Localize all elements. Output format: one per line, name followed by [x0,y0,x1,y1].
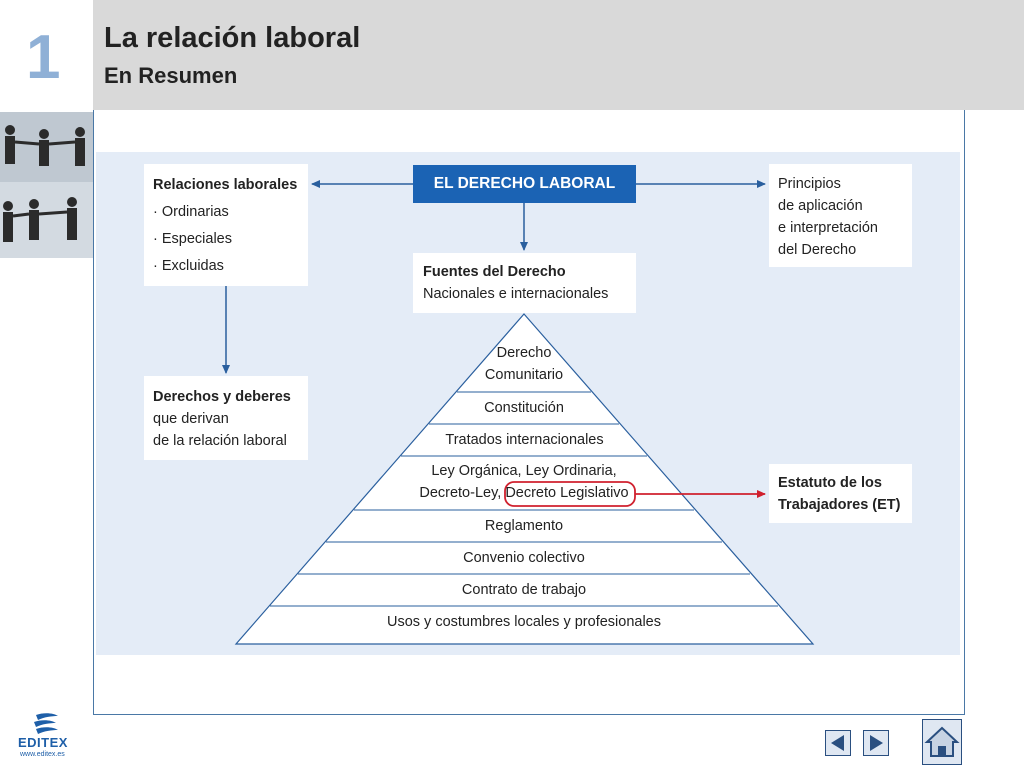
estatuto-line-2: Trabajadores (ET) [778,497,901,513]
derecho-laboral-box: EL DERECHO LABORAL [413,165,636,203]
tier-tratados: Tratados internacionales [445,432,604,448]
editex-logo-icon [34,713,58,734]
fuentes-box: Fuentes del Derecho Nacionales e interna… [413,253,636,313]
tier-derecho-comunitario: Derecho Comunitario [454,342,594,386]
principios-box: Principios de aplicación e interpretació… [769,164,912,267]
tier-leyes: Ley Orgánica, Ley Ordinaria, Decreto-Ley… [380,460,668,504]
principios-line-2: de aplicación [778,198,863,214]
tier-4-line-1: Ley Orgánica, Ley Ordinaria, [431,463,617,479]
tier-usos: Usos y costumbres locales y profesionale… [386,614,661,630]
chapter-number: 1 [26,23,61,92]
tier-constitucion: Constitución [484,400,564,416]
relaciones-item-especiales: · Especiales [153,231,232,247]
relaciones-laborales-title: Relaciones laborales [153,177,298,193]
relaciones-item-excluidas: · Excluidas [153,258,224,274]
fuentes-title: Fuentes del Derecho [423,264,566,280]
tier-1-line-1: Derecho [496,345,552,361]
tier-4-line-2a: Decreto-Ley, [419,485,502,501]
relaciones-item-ordinarias: · Ordinarias [153,204,229,220]
tier-convenio: Convenio colectivo [463,550,585,566]
home-button[interactable] [922,719,962,765]
next-button[interactable] [863,730,889,756]
derechos-deberes-line-2: de la relación laboral [153,433,287,449]
page-subtitle: En Resumen [104,63,238,88]
tier-4-line-2b: Decreto Legislativo [505,485,629,501]
editex-url: www.editex.es [20,751,65,758]
editex-logo-text: EDITEX [18,735,68,750]
estatuto-box: Estatuto de los Trabajadores (ET) [769,464,912,523]
derechos-deberes-line-1: que derivan [153,411,229,427]
estatuto-line-1: Estatuto de los [778,475,882,491]
header-bar [93,0,1024,110]
arrow-left-icon [831,735,844,751]
arrow-right-icon [870,735,883,751]
derechos-deberes-box: Derechos y deberes que derivan de la rel… [144,376,308,460]
home-icon [924,726,960,757]
workers-photo [0,112,93,258]
principios-line-4: del Derecho [778,242,857,258]
previous-button[interactable] [825,730,851,756]
tier-contrato: Contrato de trabajo [461,582,587,598]
derechos-deberes-title: Derechos y deberes [153,389,291,405]
tier-1-line-2: Comunitario [484,367,564,383]
fuentes-line: Nacionales e internacionales [423,286,609,302]
page-title: La relación laboral [104,22,361,54]
principios-line-3: e interpretación [778,220,878,236]
principios-line-1: Principios [778,176,841,192]
pyramid-outline [234,313,815,645]
relaciones-laborales-box: Relaciones laborales · Ordinarias · Espe… [144,164,308,286]
tier-reglamento: Reglamento [484,518,564,534]
